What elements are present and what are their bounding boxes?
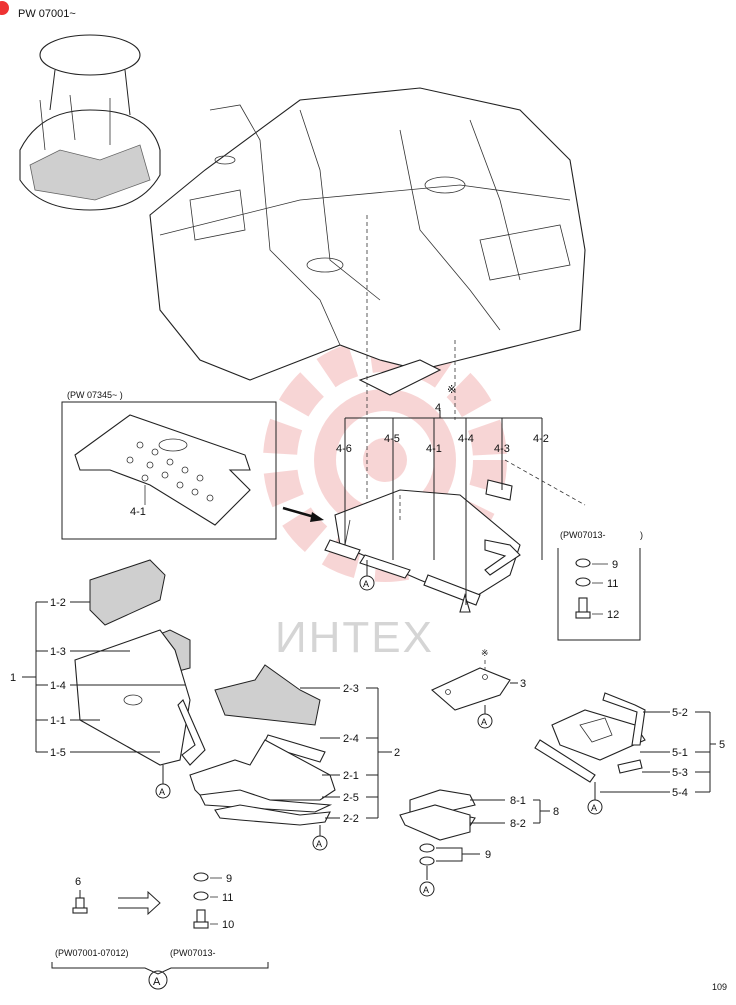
- inset-part-label: 4-1: [130, 506, 146, 518]
- hardware-item-11: 11: [607, 578, 618, 590]
- assembly-8-washer-label: 9: [485, 849, 491, 861]
- corner-marker: [0, 1, 9, 15]
- hardware-box: (PW07013- ) 9 11 12: [557, 530, 643, 641]
- part-1-4: 1-4: [50, 680, 66, 692]
- part-5-2: 5-2: [672, 707, 688, 719]
- ref-a-legend: 6 9 11 10 (PW07001-07012) (PW07013- A: [51, 872, 269, 990]
- hardware-serial-close: ): [640, 530, 643, 540]
- inset-serial-range: (PW 07345~ ): [67, 390, 123, 400]
- part-4-4: 4-4: [458, 433, 474, 445]
- svg-text:A: A: [316, 839, 322, 849]
- part-2-2: 2-2: [343, 813, 359, 825]
- machine-thumbnail: [19, 34, 161, 211]
- svg-text:A: A: [423, 885, 429, 895]
- part-5-4: 5-4: [672, 787, 688, 799]
- assembly-4-leaders: 4 4-6 4-5 4-1 4-4 4-3 4-2: [336, 402, 549, 605]
- assembly-8-washer-icon: [419, 843, 435, 853]
- assembly-5-leaders: 5 5-2 5-1 5-3 5-4: [600, 707, 725, 799]
- svg-text:A: A: [153, 976, 161, 988]
- legend-bolt-label: 6: [75, 876, 81, 888]
- assembly-3-drawing: 3 ※: [430, 648, 526, 714]
- assembly-2-drawing: [189, 664, 336, 826]
- assembly-2-label: 2: [394, 747, 400, 759]
- assembly-5-drawing: [534, 692, 646, 783]
- page-number: 109: [712, 982, 727, 992]
- part-2-3: 2-3: [343, 683, 359, 695]
- part-4-3: 4-3: [494, 443, 510, 455]
- part-4-2: 4-2: [533, 433, 549, 445]
- assembly-5-label: 5: [719, 739, 725, 751]
- ref-a-assembly-2: A: [312, 825, 328, 851]
- ref-a-assembly-3: A: [477, 713, 493, 729]
- assembly-3-label: 3: [520, 678, 526, 690]
- ref-a-assembly-8: A: [419, 881, 435, 897]
- assembly-1-label: 1: [10, 672, 16, 684]
- hardware-item-9: 9: [612, 559, 618, 571]
- part-1-1: 1-1: [50, 715, 66, 727]
- assembly-8-leaders: 8-1 8-2 8 9: [436, 795, 559, 862]
- legend-old-range: (PW07001-07012): [55, 948, 129, 958]
- part-2-5: 2-5: [343, 792, 359, 804]
- arrow-head-icon: [310, 512, 324, 522]
- part-8-2: 8-2: [510, 818, 526, 830]
- assembly-8-label: 8: [553, 806, 559, 818]
- part-1-5: 1-5: [50, 747, 66, 759]
- hardware-item-12: 12: [607, 609, 619, 621]
- part-5-1: 5-1: [672, 747, 688, 759]
- hardware-serial-range: (PW07013-: [560, 530, 606, 540]
- ref-a-assembly-1: A: [155, 765, 171, 799]
- legend-new-range: (PW07013-: [170, 948, 216, 958]
- legend-arrow-icon: [118, 890, 161, 916]
- legend-washer-icon: [193, 872, 209, 882]
- part-2-4: 2-4: [343, 733, 359, 745]
- part-4-5: 4-5: [384, 433, 400, 445]
- part-4-1: 4-1: [426, 443, 442, 455]
- svg-text:A: A: [159, 787, 165, 797]
- assembly-3-mark: ※: [481, 648, 489, 658]
- part-1-3: 1-3: [50, 646, 66, 658]
- inset-box: (PW 07345~ ) 4-1: [61, 390, 277, 540]
- part-4-6: 4-6: [336, 443, 352, 455]
- part-2-1: 2-1: [343, 770, 359, 782]
- assembly-1-leaders: 1 1-2 1-3 1-4 1-1 1-5: [10, 597, 185, 759]
- svg-text:A: A: [363, 579, 369, 589]
- assembly-4-label: 4: [435, 402, 441, 414]
- serial-range-header: PW 07001~: [18, 8, 76, 20]
- legend-item-10: 10: [222, 919, 234, 931]
- washer-icon: [575, 558, 591, 568]
- part-5-3: 5-3: [672, 767, 688, 779]
- upper-frame: [149, 87, 586, 560]
- legend-item-9: 9: [226, 873, 232, 885]
- frame-mark: ※: [447, 384, 456, 396]
- ref-a-assembly-4: A: [359, 560, 375, 591]
- svg-text:A: A: [591, 803, 597, 813]
- assembly-1-drawing: [74, 559, 206, 766]
- svg-text:A: A: [481, 717, 487, 727]
- watermark-text: ИНТЕХ: [275, 613, 434, 662]
- legend-item-11: 11: [222, 892, 233, 904]
- lock-washer-icon: [575, 577, 591, 587]
- ref-a-assembly-5: A: [587, 782, 603, 815]
- assembly-8-drawing: [399, 789, 476, 880]
- part-1-2: 1-2: [50, 597, 66, 609]
- part-8-1: 8-1: [510, 795, 526, 807]
- legend-lock-washer-icon: [193, 891, 209, 901]
- assembly-2-leaders: 2 2-3 2-4 2-1 2-5 2-2: [300, 683, 400, 825]
